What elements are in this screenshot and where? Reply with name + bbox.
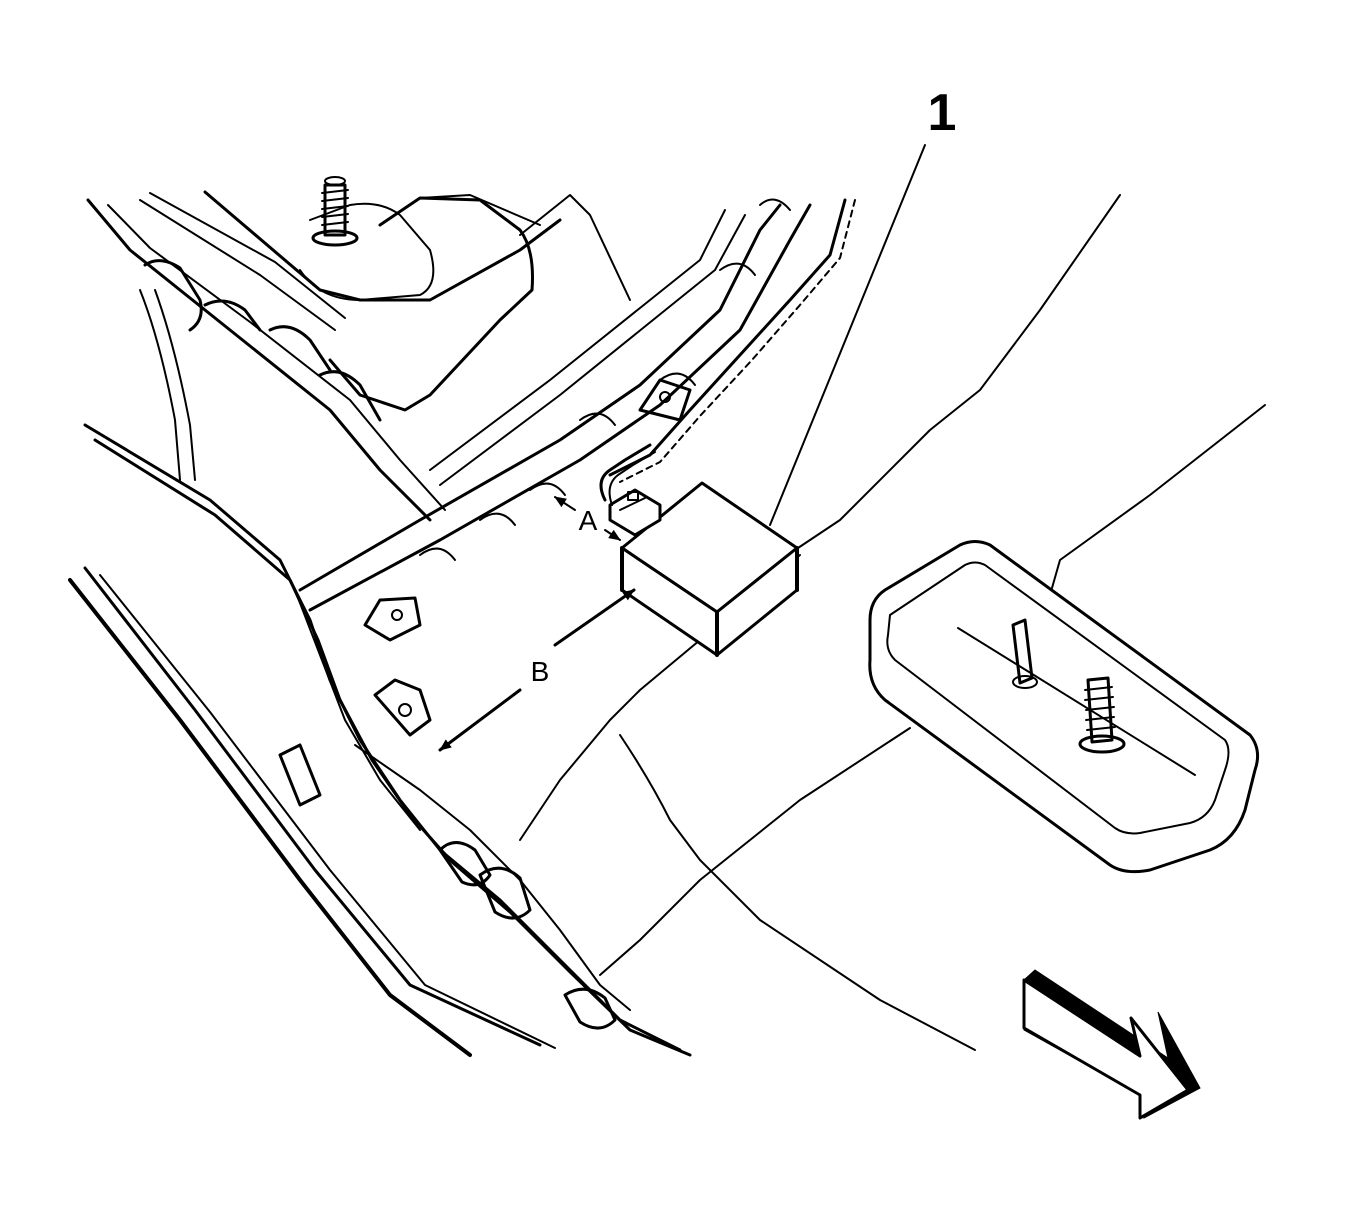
- stud-bolt-icon: [311, 176, 359, 247]
- floor-panel: [68, 194, 1266, 1057]
- callout-1-leader: [769, 144, 926, 526]
- callout-1-label: 1: [928, 84, 957, 142]
- dimension-b: [438, 588, 636, 752]
- upper-body-panel: [86, 190, 856, 737]
- module-component: [599, 443, 799, 657]
- dimension-b-label: B: [531, 656, 550, 687]
- dimension-a-label: A: [579, 505, 598, 536]
- dimension-a: [554, 496, 621, 541]
- mounting-pad: [868, 540, 1260, 874]
- front-direction-arrow-icon: [1022, 969, 1201, 1120]
